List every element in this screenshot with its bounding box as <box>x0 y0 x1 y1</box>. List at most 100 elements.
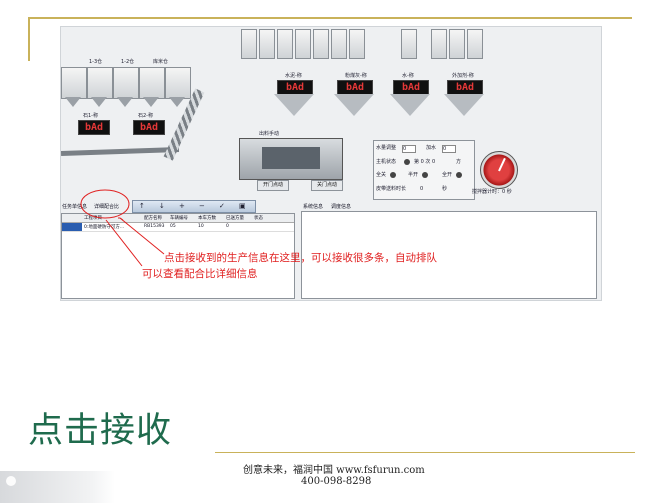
table-header <box>62 214 294 223</box>
flyash-scale-display: bAd <box>337 80 373 95</box>
annotation-text-2: 可以查看配合比详细信息 <box>142 268 258 280</box>
additive-tank <box>467 29 483 59</box>
additive-scale-label: 外加剂-称 <box>452 73 474 79</box>
cement-silo <box>259 29 275 59</box>
table-row[interactable]: 0:地面硬防守可方... RB15393 05 10 0 <box>62 223 294 232</box>
cement-scale-label: 水泥-称 <box>285 73 302 79</box>
all-open-label: 全开 <box>442 172 453 178</box>
additive-tank <box>449 29 465 59</box>
cell-recipe: RB15393 <box>144 224 165 229</box>
water-adjust-label: 水量调整 <box>376 145 397 151</box>
brand-watermark <box>0 471 115 503</box>
col-delivered: 已送方量 <box>226 216 244 221</box>
cell-volume: 10 <box>198 224 204 229</box>
plus-icon[interactable]: + <box>179 202 185 210</box>
half-open-label: 半开 <box>408 172 419 178</box>
tab-task-info[interactable]: 任务单信息 <box>62 204 88 210</box>
tab-dispatch-info[interactable]: 调度信息 <box>331 204 352 210</box>
stone1-scale-label: 石1-称 <box>83 113 98 119</box>
stone2-scale-label: 石2-称 <box>138 113 153 119</box>
annotation-line-2 <box>105 219 143 267</box>
water-adjust-input[interactable]: 0 <box>402 145 416 153</box>
additive-scale-display: bAd <box>447 80 483 95</box>
additive-tank <box>431 29 447 59</box>
bin-label-3: 库米仓 <box>153 59 169 65</box>
cement-silo <box>295 29 311 59</box>
minus-icon[interactable]: − <box>199 202 205 210</box>
arrow-head-icon <box>118 217 124 221</box>
aggregate-bin <box>165 67 191 99</box>
check-icon[interactable]: ✓ <box>219 202 225 210</box>
cement-silo <box>277 29 293 59</box>
cell-vehicle: 05 <box>170 224 176 229</box>
annotation-circle <box>80 189 130 219</box>
bin-label-1: 1-3仓 <box>89 59 103 65</box>
aggregate-bin <box>61 67 87 99</box>
mixer-mode-label: 出料手动 <box>259 131 280 137</box>
top-rule <box>28 17 632 19</box>
add-water-label: 加水 <box>426 145 437 151</box>
close-door-button[interactable]: 关门点动 <box>311 180 343 191</box>
slide-title: 点击接收 <box>28 411 173 451</box>
add-water-input[interactable]: 0 <box>442 145 456 153</box>
tab-system-info[interactable]: 系统信息 <box>303 204 324 210</box>
cement-hopper <box>274 94 314 116</box>
cement-scale-display: bAd <box>277 80 313 95</box>
bin-hopper <box>143 97 159 107</box>
aggregate-bin <box>113 67 139 99</box>
mixer <box>239 138 343 180</box>
belt-time-unit: 秒 <box>442 186 448 192</box>
flyash-silo <box>331 29 347 59</box>
mixer-timer-gauge <box>480 151 518 189</box>
row-selector[interactable] <box>62 223 82 231</box>
info-panel <box>301 211 597 299</box>
mixer-timer-label: 搅拌器计时：0 秒 <box>472 189 512 195</box>
half-open-led[interactable] <box>422 172 428 178</box>
bin-label-2: 1-2仓 <box>121 59 135 65</box>
annotation-line-1 <box>119 217 165 255</box>
host-status-led <box>404 159 410 165</box>
all-open-led[interactable] <box>456 172 462 178</box>
save-icon[interactable]: ▣ <box>239 202 246 210</box>
mixer-drum <box>262 147 320 169</box>
bin-hopper <box>117 97 133 107</box>
footer-rule <box>215 452 635 453</box>
plant-control-screenshot: 1-3仓 1-2仓 库米仓 石1-称 石2-称 bAd bAd 水泥-称 粉煤灰… <box>60 26 602 301</box>
col-recipe: 配方名称 <box>144 216 162 221</box>
control-box: 水量调整 0 加水 0 主机状态 第 0 次 0 方 全关 半开 全开 皮带送料… <box>373 140 475 200</box>
horizontal-conveyor <box>61 146 180 157</box>
batch-count: 第 0 次 0 <box>414 159 436 165</box>
footer-line-2: 400-098-8298 <box>301 476 372 487</box>
col-vehicle: 车辆编号 <box>170 216 188 221</box>
col-volume: 本车方数 <box>198 216 216 221</box>
bin-hopper <box>65 97 81 107</box>
arrow-down-icon[interactable]: ↓ <box>159 202 165 210</box>
left-rule <box>28 17 30 61</box>
tab-mix-detail[interactable]: 详细配合比 <box>94 204 120 210</box>
col-project: 工程项目 <box>84 216 102 221</box>
cell-delivered: 0 <box>226 224 229 229</box>
flyash-hopper <box>334 94 374 116</box>
gauge-needle <box>498 157 506 172</box>
open-door-button[interactable]: 开门点动 <box>257 180 289 191</box>
annotation-arrows <box>80 189 165 267</box>
batch-unit: 方 <box>456 159 462 165</box>
bin-hopper <box>91 97 107 107</box>
flyash-scale-label: 粉煤灰-称 <box>345 73 367 79</box>
cell-project: 0:地面硬防守可方... <box>84 225 125 230</box>
all-off-led[interactable] <box>390 172 396 178</box>
flyash-silo <box>349 29 365 59</box>
aggregate-bin <box>87 67 113 99</box>
flyash-silo <box>313 29 329 59</box>
task-table: 工程项目 配方名称 车辆编号 本车方数 已送方量 状态 0:地面硬防守可方...… <box>61 213 295 299</box>
col-status: 状态 <box>254 216 263 221</box>
toolbar: ↑ ↓ + − ✓ ▣ <box>132 200 256 213</box>
arrow-up-icon[interactable]: ↑ <box>139 202 145 210</box>
aggregate-bin <box>139 67 165 99</box>
host-status-label: 主机状态 <box>376 159 397 165</box>
cement-silo <box>241 29 257 59</box>
logo-icon <box>6 476 16 486</box>
all-off-label: 全关 <box>376 172 387 178</box>
additive-hopper <box>444 94 484 116</box>
belt-time-value: 0 <box>420 186 424 192</box>
